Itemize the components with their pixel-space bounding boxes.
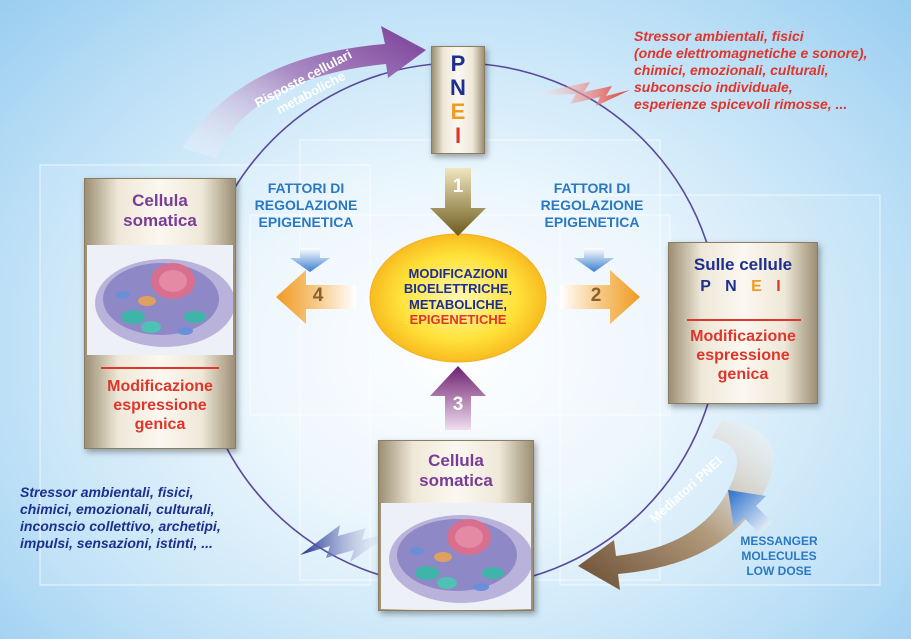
center-line-1: MODIFICAZIONI <box>408 266 508 281</box>
left-box-divider <box>101 367 219 369</box>
bottom-cell-box: Cellula somatica <box>378 440 534 611</box>
small-arrow-left <box>290 248 330 272</box>
arrow-4-left <box>276 270 356 324</box>
pnei-p: P <box>450 51 466 76</box>
left-box-title-line-1: Cellula <box>132 191 188 210</box>
arrow-3-up <box>430 366 486 430</box>
left-box-mod: Modificazione espressione genica <box>85 377 235 435</box>
stressor-top-line-1: Stressor ambientali, fisici <box>634 28 804 44</box>
fattori-left-line-3: EPIGENETICA <box>258 213 354 230</box>
right-pnei-n: N <box>725 278 742 295</box>
small-arrow-right <box>574 248 614 272</box>
center-text: MODIFICAZIONI BIOELETTRICHE, METABOLICHE… <box>378 266 538 327</box>
stressor-top-text: Stressor ambientali, fisici (onde elettr… <box>634 28 906 113</box>
pnei-i: I <box>454 123 462 148</box>
fattori-right-line-1: FATTORI DI <box>553 180 631 196</box>
pnei-e: E <box>450 99 466 124</box>
fattori-left-line-2: REGOLAZIONE <box>254 196 358 213</box>
messanger-line-2: MOLECULES <box>741 549 817 563</box>
right-pnei-i: I <box>776 278 786 295</box>
right-box-divider <box>687 319 801 321</box>
left-mod-line-2: espressione <box>113 397 207 415</box>
right-pnei-p: P <box>700 278 716 295</box>
cell-image <box>87 245 233 355</box>
fattori-right-line-3: EPIGENETICA <box>544 213 640 230</box>
right-mod-line-3: genica <box>717 366 769 384</box>
stressor-top-line-4: subconscio individuale, <box>634 79 793 96</box>
left-mod-line-1: Modificazione <box>107 378 213 395</box>
bottom-box-title: Cellula somatica <box>379 451 533 492</box>
lightning-bolt-blue <box>300 525 392 562</box>
bottom-cell-image <box>381 503 531 609</box>
fattori-left: FATTORI DI REGOLAZIONE EPIGENETICA <box>236 180 376 230</box>
fattori-right: FATTORI DI REGOLAZIONE EPIGENETICA <box>522 180 662 230</box>
right-pnei-e: E <box>751 278 767 295</box>
cell-illustration <box>87 245 233 355</box>
center-line-3: METABOLICHE, <box>409 296 507 312</box>
left-box-title: Cellula somatica <box>85 191 235 232</box>
stressor-bottom-text: Stressor ambientali, fisici, chimici, em… <box>20 484 290 552</box>
arrow-1-down <box>430 168 486 236</box>
right-box-title: Sulle cellule <box>693 255 793 274</box>
fattori-left-line-1: FATTORI DI <box>267 180 345 196</box>
left-mod-line-3: genica <box>134 416 186 434</box>
right-box-mod: Modificazione espressione genica <box>669 327 817 385</box>
right-box-pnei: P N E I <box>669 277 817 296</box>
left-box-title-line-2: somatica <box>123 211 197 231</box>
arrow-2-right <box>560 270 640 324</box>
step-number-1: 1 <box>452 176 464 197</box>
center-line-4: EPIGENETICHE <box>409 311 507 327</box>
stressor-bottom-line-4: impulsi, sensazioni, istinti, ... <box>20 535 213 552</box>
left-cell-box: Cellula somatica Modificazione espressio… <box>84 178 236 449</box>
step-number-2: 2 <box>590 285 602 306</box>
stressor-top-line-5: esperienze spicevoli rimosse, ... <box>634 96 848 113</box>
step-number-3: 3 <box>452 394 464 415</box>
stressor-top-line-2: (onde elettromagnetiche e sonore), <box>634 45 868 62</box>
step-number-4: 4 <box>312 285 324 306</box>
lightning-bolt-red <box>526 82 630 106</box>
stressor-bottom-line-2: chimici, emozionali, culturali, <box>20 501 215 518</box>
right-mod-line-1: Modificazione <box>690 328 796 345</box>
risposte-arrow <box>182 26 426 158</box>
messanger-text: MESSANGER MOLECULES LOW DOSE <box>724 534 834 579</box>
pnei-n: N <box>450 75 466 100</box>
bottom-box-title-line-1: Cellula <box>428 451 484 470</box>
bottom-box-title-line-2: somatica <box>419 471 493 491</box>
right-cell-box: Sulle cellule P N E I Modificazione espr… <box>668 242 818 404</box>
messanger-arrow <box>728 490 772 534</box>
right-mod-line-2: espressione <box>696 347 790 365</box>
stressor-bottom-line-3: inconscio collettivo, archetipi, <box>20 518 221 535</box>
fattori-right-line-2: REGOLAZIONE <box>540 196 644 213</box>
pnei-box: P N E I <box>431 46 485 154</box>
bottom-cell-illustration <box>381 503 531 609</box>
stressor-top-line-3: chimici, emozionali, culturali, <box>634 62 829 79</box>
messanger-line-1: MESSANGER <box>740 534 818 548</box>
center-line-2: BIOELETTRICHE, <box>403 281 513 297</box>
messanger-line-3: LOW DOSE <box>746 564 812 578</box>
stressor-bottom-line-1: Stressor ambientali, fisici, <box>20 484 194 500</box>
